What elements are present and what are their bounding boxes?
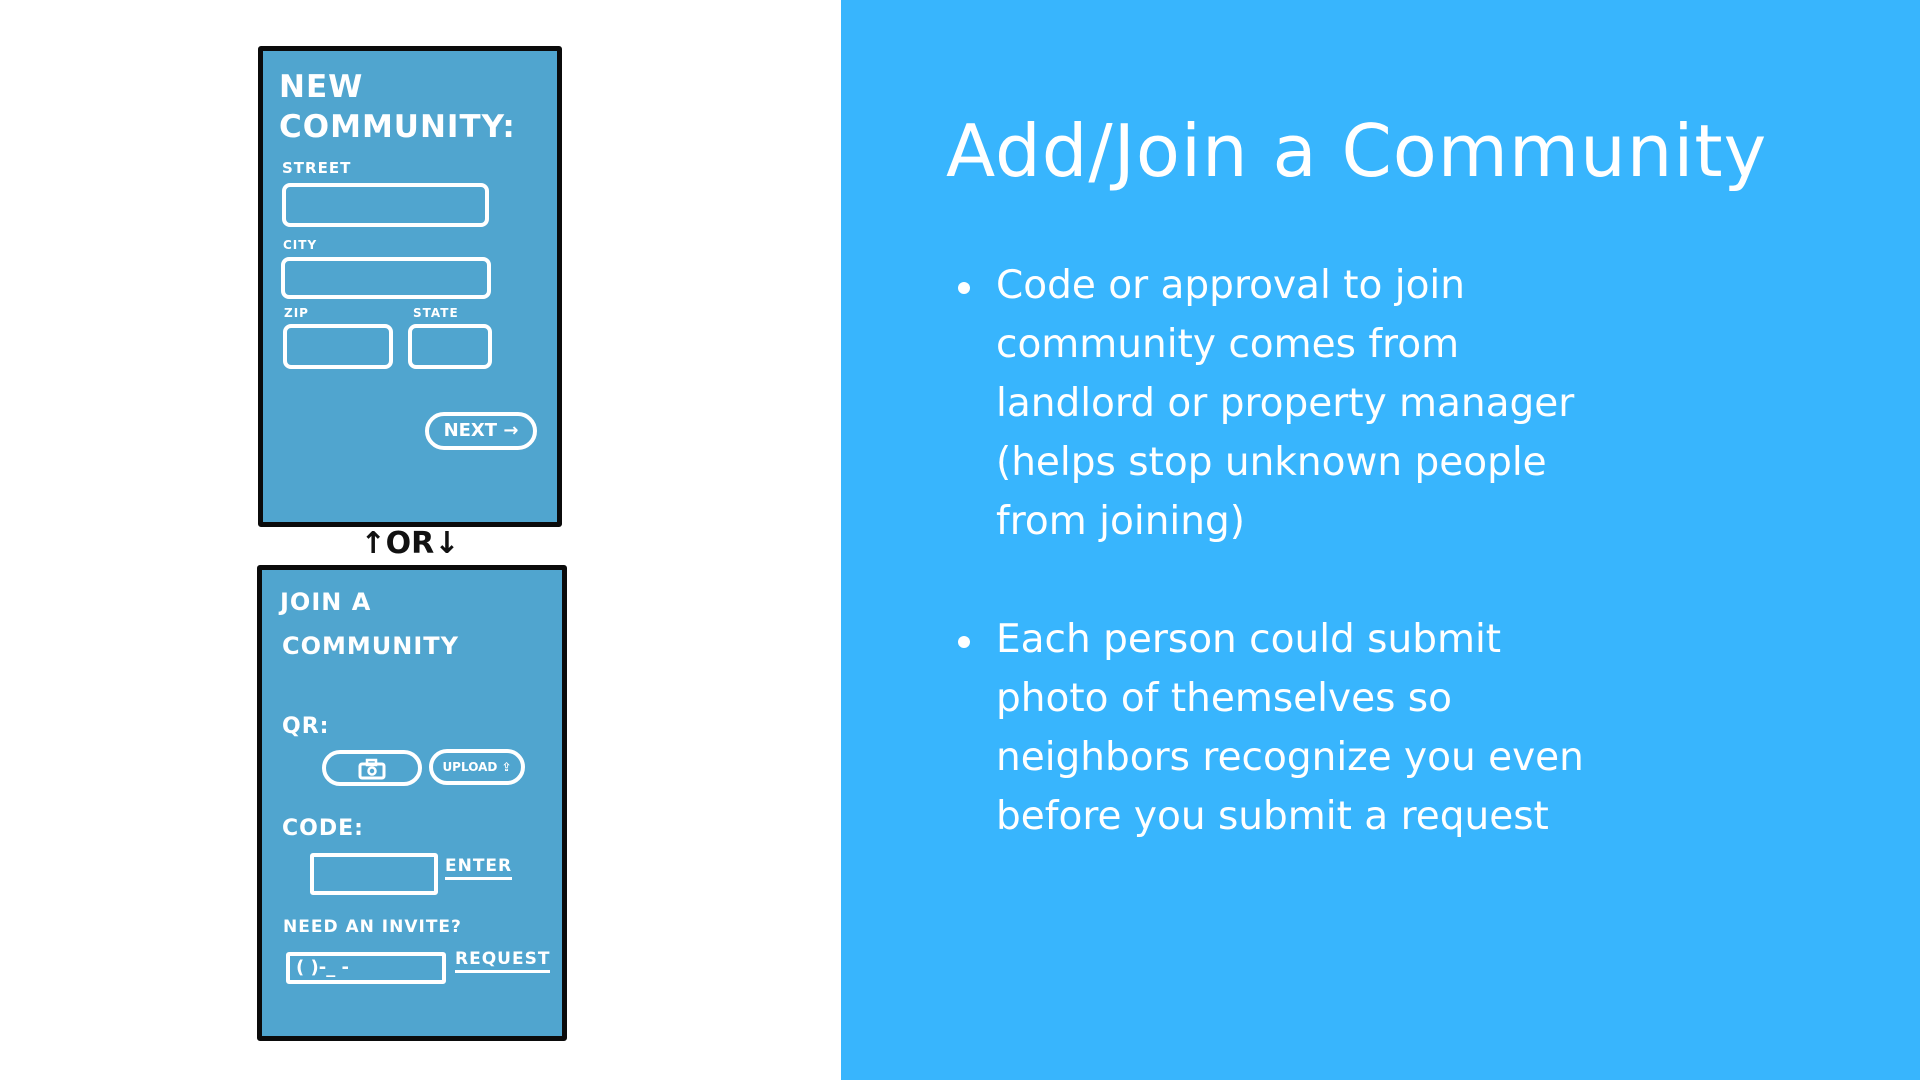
- slide-title: Add/Join a Community: [946, 109, 1768, 193]
- state-input[interactable]: [408, 324, 492, 369]
- zip-label: ZIP: [284, 306, 309, 320]
- code-label: CODE:: [282, 816, 364, 841]
- wireframe-sketch-area: NEW COMMUNITY: STREET CITY ZIP STATE NEX…: [0, 0, 841, 1080]
- camera-scan-button[interactable]: [322, 750, 422, 786]
- bullet-dot-icon: [958, 282, 970, 294]
- bullet-item: Each person could submit photo of themse…: [958, 610, 1618, 846]
- or-divider: ↑OR↓: [360, 526, 460, 561]
- code-input[interactable]: [310, 853, 438, 895]
- bullet-dot-icon: [958, 636, 970, 648]
- bullet-list: Code or approval to join community comes…: [958, 256, 1618, 905]
- bullet-item: Code or approval to join community comes…: [958, 256, 1618, 551]
- camera-icon: [358, 758, 386, 780]
- upload-button[interactable]: UPLOAD ⇪: [429, 749, 525, 785]
- zip-input[interactable]: [283, 324, 393, 369]
- invite-label: NEED AN INVITE?: [283, 917, 462, 937]
- city-label: CITY: [283, 238, 318, 252]
- new-community-title-line1: NEW: [279, 69, 364, 105]
- bullet-text: Each person could submit photo of themse…: [996, 617, 1584, 839]
- phone-number-input[interactable]: ( )-_ -: [286, 952, 446, 984]
- enter-button[interactable]: ENTER: [445, 856, 513, 880]
- join-community-screen-sketch: JOIN A COMMUNITY QR: UPLOAD ⇪ CODE: ENTE…: [257, 565, 567, 1041]
- join-community-title-line1: JOIN A: [280, 588, 372, 616]
- qr-label: QR:: [282, 714, 330, 739]
- join-community-title-line2: COMMUNITY: [282, 632, 460, 660]
- slide-text-panel: Add/Join a Community Code or approval to…: [841, 0, 1920, 1080]
- street-label: STREET: [282, 159, 352, 177]
- next-button[interactable]: NEXT →: [425, 412, 537, 450]
- bullet-text: Code or approval to join community comes…: [996, 263, 1575, 544]
- state-label: STATE: [413, 306, 459, 320]
- new-community-title-line2: COMMUNITY:: [279, 109, 516, 145]
- new-community-screen-sketch: NEW COMMUNITY: STREET CITY ZIP STATE NEX…: [258, 46, 562, 527]
- street-input[interactable]: [282, 183, 489, 227]
- city-input[interactable]: [281, 257, 491, 299]
- request-button[interactable]: REQUEST: [455, 949, 551, 973]
